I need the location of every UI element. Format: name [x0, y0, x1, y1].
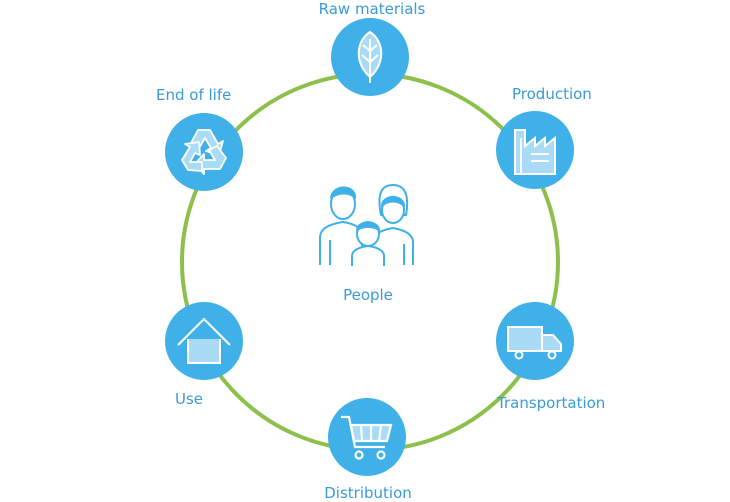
truck-icon	[507, 326, 562, 360]
leaf-icon	[357, 30, 383, 83]
factory-icon	[514, 129, 556, 175]
node-distribution	[328, 398, 406, 476]
label-raw-materials: Raw materials	[318, 0, 426, 18]
label-distribution: Distribution	[324, 484, 412, 502]
node-transportation	[496, 302, 574, 380]
recycle-icon	[181, 129, 227, 175]
label-end-of-life: End of life	[156, 86, 232, 104]
node-end-of-life	[165, 113, 243, 191]
label-production: Production	[512, 85, 592, 103]
house-icon	[177, 317, 231, 364]
cart-icon	[341, 415, 393, 460]
family-icon	[319, 184, 414, 266]
node-raw-materials	[331, 18, 409, 96]
label-people: People	[343, 286, 393, 304]
node-production	[496, 111, 574, 189]
label-transportation: Transportation	[497, 394, 606, 412]
label-use: Use	[175, 390, 204, 408]
node-use	[165, 302, 243, 380]
